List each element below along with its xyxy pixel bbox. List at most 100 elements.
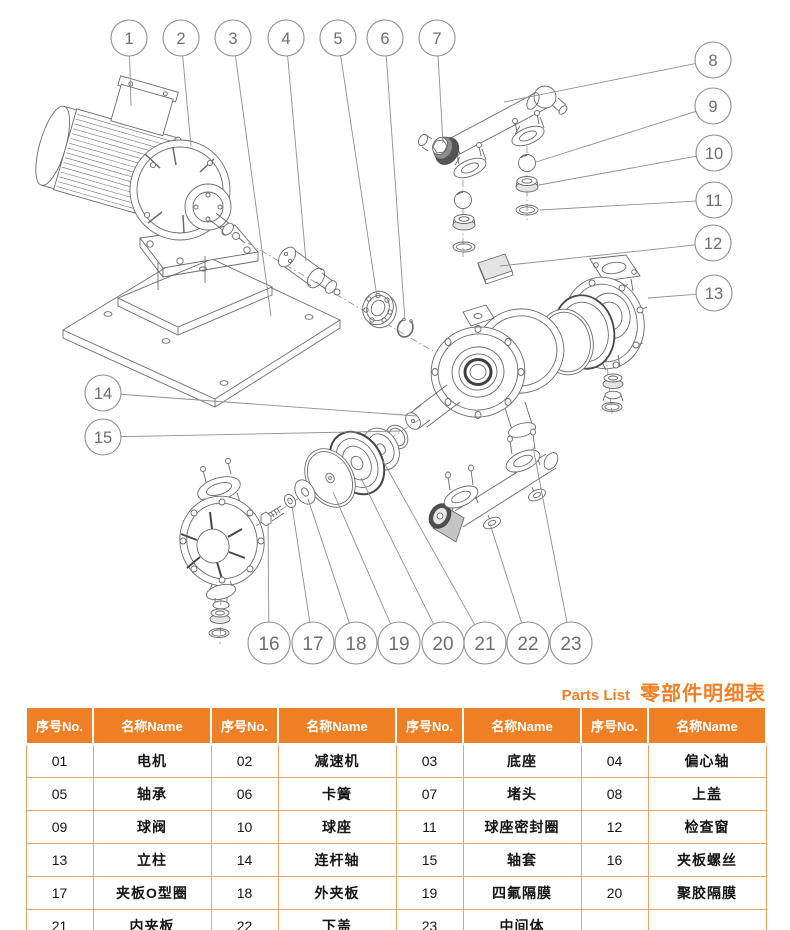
callout-circle-4 [267, 19, 305, 57]
part-name: 下盖 [277, 909, 397, 930]
callout-12: 12 [694, 224, 732, 262]
part-no: 22 [210, 909, 279, 930]
part-name: 偏心轴 [647, 743, 767, 778]
part-no: 21 [25, 909, 94, 930]
part-name: 四氟隔膜 [462, 876, 582, 910]
callout-circle-8 [694, 41, 732, 79]
part-name: 聚胶隔膜 [647, 876, 767, 910]
callout-number-7: 7 [432, 30, 441, 48]
col-header-name: 名称Name [462, 706, 582, 745]
part-no: 16 [580, 843, 649, 877]
callout-number-23: 23 [560, 634, 581, 655]
part-no: 23 [395, 909, 464, 930]
part-name: 中间体 [462, 909, 582, 930]
bearing [362, 290, 397, 329]
callout-3: 3 [214, 19, 252, 57]
callout-9: 9 [694, 87, 732, 125]
callout-number-10: 10 [705, 145, 723, 163]
callout-number-12: 12 [704, 235, 722, 253]
center-body [414, 304, 565, 438]
part-name: 球阀 [92, 810, 212, 844]
callout-22: 22 [506, 621, 550, 665]
ball-valve [454, 154, 536, 209]
part-name: 连杆轴 [277, 843, 397, 877]
callout-2: 2 [162, 19, 200, 57]
leader-line-19 [332, 491, 392, 624]
callout-number-17: 17 [302, 634, 323, 655]
part-no: 19 [395, 876, 464, 910]
circlip [396, 317, 414, 338]
callout-circle-9 [694, 87, 732, 125]
leader-line-17 [291, 505, 311, 623]
part-no: 02 [210, 743, 279, 778]
parts-list-title-zh: 零部件明细表 [640, 683, 766, 705]
ball-seat [452, 176, 539, 231]
clamp-screw [260, 505, 285, 527]
leader-line-18 [307, 498, 350, 624]
lower-manifold [428, 428, 559, 543]
callout-circle-6 [366, 19, 404, 57]
parts-list-title: Parts List 零部件明细表 [562, 677, 766, 706]
part-no: 06 [210, 777, 279, 811]
callout-circle-10 [695, 134, 733, 172]
callout-1: 1 [110, 19, 148, 57]
part-no: 08 [580, 777, 649, 811]
clamp-oring [283, 493, 297, 509]
col-header-name: 名称Name [647, 706, 767, 745]
part-name: 检查窗 [647, 810, 767, 844]
callout-number-20: 20 [432, 634, 453, 655]
leader-line-14 [120, 393, 418, 417]
part-no: 09 [25, 810, 94, 844]
callout-circle-22 [506, 621, 550, 665]
callout-circle-3 [214, 19, 252, 57]
part-no: 14 [210, 843, 279, 877]
callout-20: 20 [421, 621, 465, 665]
leader-line-2 [182, 55, 192, 147]
callout-circle-13 [695, 274, 733, 312]
leader-line-15 [120, 430, 401, 438]
col-header-no: 序号No. [395, 706, 464, 745]
part-name: 球座密封圈 [462, 810, 582, 844]
part-no: 20 [580, 876, 649, 910]
part-no: 04 [580, 743, 649, 778]
callout-circle-17 [291, 621, 335, 665]
col-header-no: 序号No. [210, 706, 279, 745]
part-name: 立柱 [92, 843, 212, 877]
callout-number-3: 3 [228, 30, 237, 48]
callout-circle-15 [84, 418, 122, 456]
part-no: 17 [25, 876, 94, 910]
col-header-no: 序号No. [25, 706, 94, 745]
callout-7: 7 [418, 19, 456, 57]
callout-number-4: 4 [281, 30, 290, 48]
part-name: 轴套 [462, 843, 582, 877]
part-no: 07 [395, 777, 464, 811]
part-no: 13 [25, 843, 94, 877]
leader-line-7 [437, 55, 444, 144]
callout-17: 17 [291, 621, 335, 665]
part-name: 减速机 [277, 743, 397, 778]
base-plate [62, 250, 341, 408]
axis-line [247, 242, 463, 369]
part-no: 10 [210, 810, 279, 844]
leader-line-16 [267, 522, 270, 623]
callout-number-1: 1 [124, 30, 133, 48]
part-name: 卡簧 [277, 777, 397, 811]
callout-circle-1 [110, 19, 148, 57]
eccentric-shaft [277, 246, 341, 296]
outer-clamp-plate [294, 479, 316, 505]
gearbox [129, 139, 259, 290]
part-no: 18 [210, 876, 279, 910]
ball-seat-seal-ring [452, 204, 539, 253]
callout-11: 11 [695, 181, 733, 219]
callout-21: 21 [463, 621, 507, 665]
callout-10: 10 [695, 134, 733, 172]
callout-number-15: 15 [94, 429, 112, 447]
